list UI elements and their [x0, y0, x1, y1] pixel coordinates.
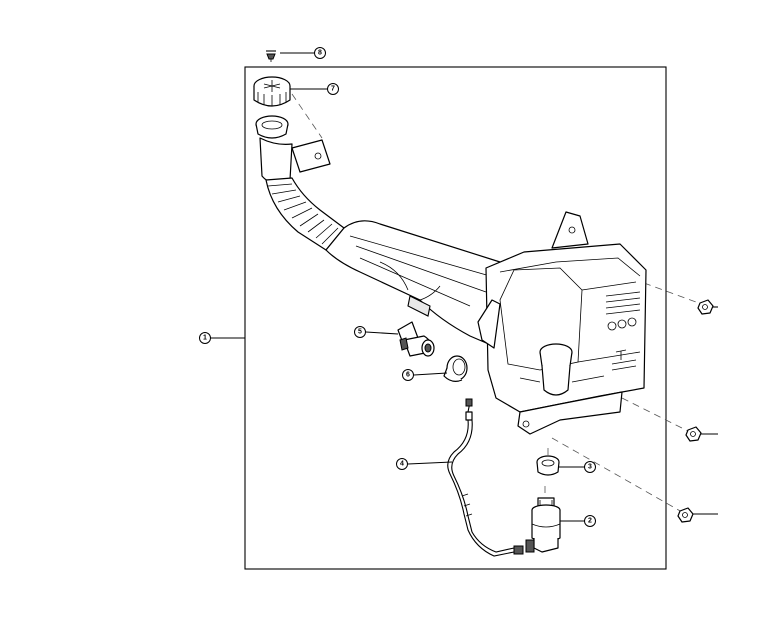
nut-upper	[697, 299, 718, 315]
callout-3: 3	[584, 461, 596, 473]
callout-4-label: 4	[400, 461, 404, 468]
washer-pump-part	[525, 497, 561, 553]
reservoir-tank	[325, 211, 647, 435]
assembly-frame	[244, 66, 667, 570]
callout-7-label: 7	[331, 86, 335, 93]
grommet-part	[443, 355, 468, 382]
callout-8-label: 8	[318, 50, 322, 57]
level-sensor-part	[397, 321, 435, 357]
nut-lower	[677, 507, 718, 523]
callout-6: 6	[402, 369, 414, 381]
callout-1: 1	[199, 332, 211, 344]
callout-8: 8	[314, 47, 326, 59]
screw-part	[266, 50, 276, 62]
callout-7: 7	[327, 83, 339, 95]
callout-2-label: 2	[588, 518, 592, 525]
callout-4: 4	[396, 458, 408, 470]
filler-neck	[255, 115, 345, 251]
pump-seal-part	[536, 455, 560, 476]
callout-2: 2	[584, 515, 596, 527]
leader-lines	[209, 52, 585, 522]
callout-3-label: 3	[588, 464, 592, 471]
callout-5-label: 5	[358, 329, 362, 336]
wiring-harness-part	[447, 398, 524, 557]
filler-cap-part	[253, 76, 291, 107]
nut-middle	[685, 426, 718, 442]
callout-1-label: 1	[203, 335, 207, 342]
callout-6-label: 6	[406, 372, 410, 379]
callout-5: 5	[354, 326, 366, 338]
